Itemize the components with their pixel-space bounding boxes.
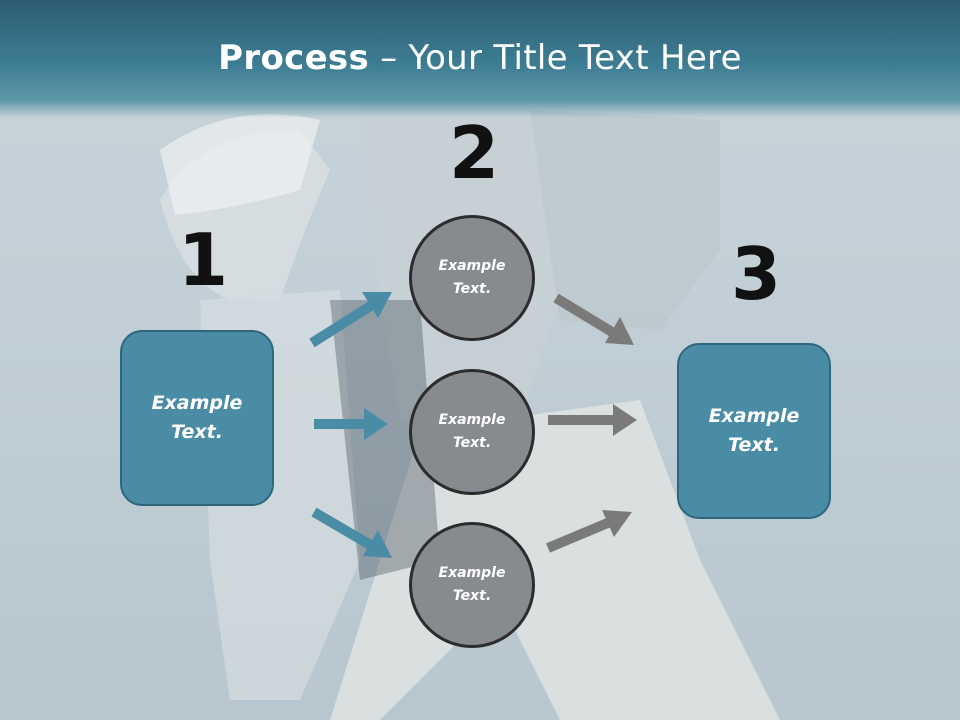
- slide-title[interactable]: Process – Your Title Text Here: [218, 10, 742, 78]
- arrow-right-blue: [314, 408, 388, 440]
- step-number-1: 1: [178, 218, 229, 302]
- circle-bottom-text: Example Text.: [438, 565, 506, 604]
- circle-top[interactable]: Example Text.: [409, 215, 535, 341]
- left-box-text: Example Text.: [151, 392, 243, 443]
- arrow-up-right-gray: [546, 510, 632, 553]
- circle-middle-text: Example Text.: [438, 412, 506, 451]
- step-number-3: 3: [731, 232, 782, 316]
- circle-bottom[interactable]: Example Text.: [409, 522, 535, 648]
- title-rest: – Your Title Text Here: [369, 38, 742, 78]
- circle-middle[interactable]: Example Text.: [409, 369, 535, 495]
- right-box-text: Example Text.: [708, 405, 800, 456]
- arrow-up-right-blue: [309, 292, 392, 348]
- left-text-box[interactable]: Example Text.: [120, 330, 274, 506]
- right-text-box[interactable]: Example Text.: [677, 343, 831, 519]
- arrow-down-right-gray: [553, 293, 634, 345]
- arrow-right-gray: [548, 404, 637, 436]
- step-number-2: 2: [449, 111, 500, 195]
- arrow-down-right-blue: [311, 507, 392, 558]
- title-bold: Process: [218, 38, 370, 78]
- title-bar: Process – Your Title Text Here: [0, 0, 960, 118]
- circle-top-text: Example Text.: [438, 258, 506, 297]
